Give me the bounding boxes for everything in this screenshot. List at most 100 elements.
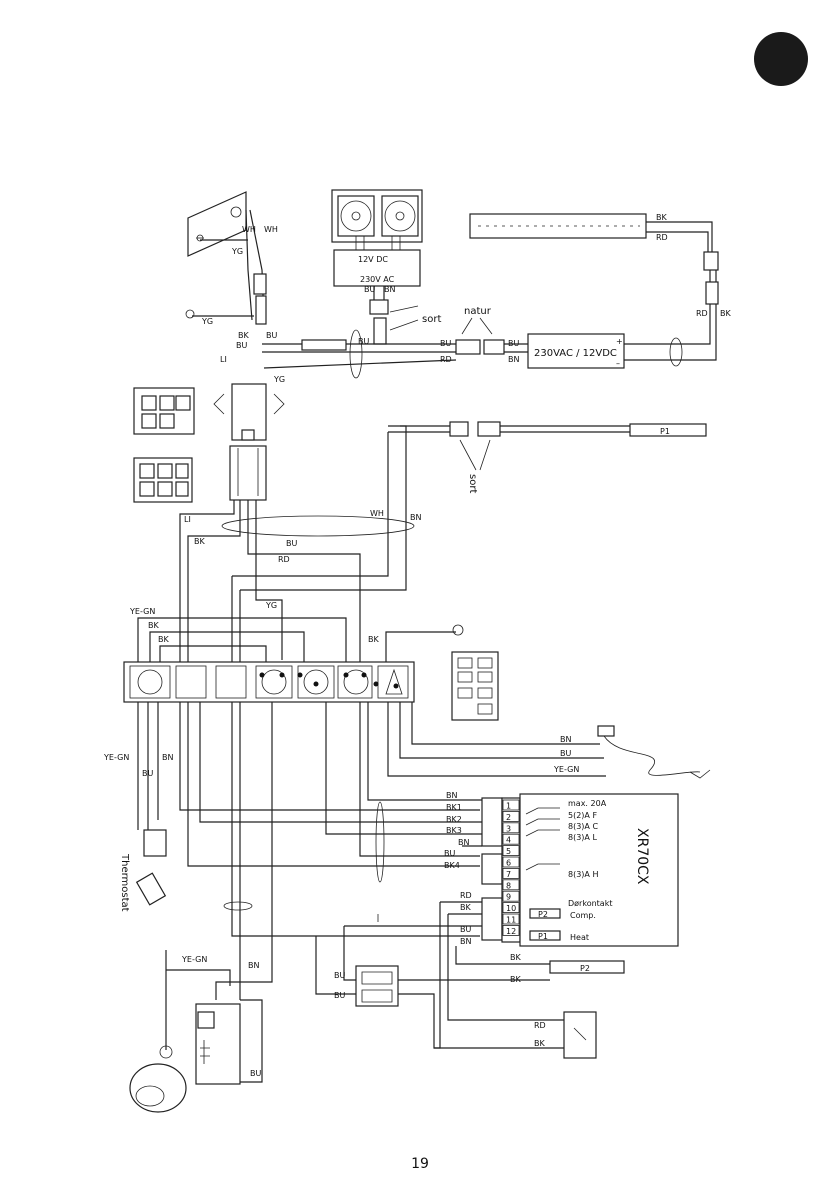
terminal-legend (451, 651, 499, 721)
label-yg-top: YG (231, 247, 243, 256)
label-bn-t: BN (446, 791, 457, 800)
junction-block (355, 965, 399, 1007)
terminal-number: 12 (506, 927, 516, 936)
label-transformer-in: 230V AC (360, 275, 395, 284)
label-bu-t: BU (444, 849, 455, 858)
door-switch (563, 1011, 597, 1059)
terminal-number: 3 (506, 824, 511, 833)
note-c: 8(3)A C (568, 822, 598, 831)
note-comp: Comp. (570, 911, 596, 920)
terminal-number: 7 (506, 870, 511, 879)
label-bk-b: BK (194, 537, 205, 546)
label-psu-minus: – (616, 359, 620, 368)
label-rd-led2: RD (696, 309, 708, 318)
label-bk-door: BK (534, 1039, 545, 1048)
terminal-number: 6 (506, 859, 511, 868)
note-f: 5(2)A F (568, 811, 597, 820)
terminal-number: 5 (506, 847, 511, 856)
terminal-dots (259, 672, 399, 689)
label-bn-b: BN (410, 513, 421, 522)
label-li-b: LI (184, 515, 191, 524)
label-bk-f: BK (148, 621, 159, 630)
label-rd-e: RD (278, 555, 290, 564)
terminal-rail (123, 661, 415, 703)
label-wh2: WH (264, 225, 278, 234)
terminal-cell (502, 913, 520, 925)
terminal-cell (502, 833, 520, 845)
note-h: 8(3)A H (568, 870, 598, 879)
terminal-cell (502, 925, 520, 936)
label-bn-d: BN (508, 355, 519, 364)
ground-symbol (159, 1045, 173, 1059)
terminal-cell (502, 845, 520, 856)
label-bk-led2: BK (720, 309, 731, 318)
main-connector-bottom (229, 445, 267, 501)
label-rd-c: RD (440, 355, 452, 364)
mains-plug-cable (597, 725, 711, 779)
label-yegn-b: YE-GN (103, 753, 129, 762)
note-p2: P2 (538, 910, 548, 919)
terminal-number: 9 (506, 893, 511, 902)
label-li-a: LI (220, 355, 227, 364)
terminal-cell (502, 856, 520, 868)
note-heat: Heat (570, 933, 589, 942)
p2-probe (549, 960, 625, 974)
terminal-number: 4 (506, 836, 511, 845)
compressor (129, 1063, 187, 1113)
p1-probe (629, 423, 707, 437)
label-bk-h: BK (368, 635, 379, 644)
pin-layout-top (133, 387, 195, 435)
label-bu-t2: BU (460, 925, 471, 934)
label-bu-mains: BU (560, 749, 571, 758)
label-sort-b: sort (467, 474, 478, 493)
label-bk-t: BK (460, 903, 471, 912)
label-bn-i: BN (248, 961, 259, 970)
terminal-number: 1 (506, 802, 511, 811)
terminal-cell (502, 902, 520, 913)
terminal-blocks (129, 665, 409, 699)
controller-model: XR70CX (634, 828, 650, 885)
label-yg-e: YG (265, 601, 277, 610)
label-bu-fan: BU (364, 285, 375, 294)
label-bu-j: BU (334, 991, 345, 1000)
terminal-cell (502, 879, 520, 891)
label-bk1: BK1 (446, 803, 462, 812)
label-bk4: BK4 (444, 861, 460, 870)
label-bn-mains: BN (560, 735, 571, 744)
label-bu-a: BU (236, 341, 247, 350)
terminal-number: 11 (506, 916, 516, 925)
note-p1: P1 (538, 932, 548, 941)
label-sort-a: sort (422, 314, 441, 325)
label-yegn-mains: YE-GN (553, 765, 579, 774)
terminal-cell (502, 822, 520, 834)
label-bn-t3: BN (460, 937, 471, 946)
note-door: Dørkontakt (568, 899, 612, 908)
label-p2-probe: P2 (580, 964, 590, 973)
label-bn-t2: BN (458, 838, 469, 847)
label-bu-b: BU (266, 331, 277, 340)
label-yegn-a: YE-GN (129, 607, 155, 616)
terminal-number: 10 (506, 904, 516, 913)
terminal-cell (502, 811, 520, 822)
compressor-relay (195, 1003, 241, 1085)
label-rd-door: RD (534, 1021, 546, 1030)
power-supply (527, 333, 625, 369)
label-bk-g: BK (158, 635, 169, 644)
label-psu-plus: + (616, 337, 623, 346)
fan-unit (331, 189, 423, 243)
terminal-cell (502, 890, 520, 902)
label-bk-led: BK (656, 213, 667, 222)
label-bu-i: BU (334, 971, 345, 980)
label-rd-led: RD (656, 233, 668, 242)
label-bu-fan2: BU (358, 337, 369, 346)
label-bk-p2: BK (510, 953, 521, 962)
label-bn-h: BN (162, 753, 173, 762)
label-wh1: WH (242, 225, 256, 234)
label-natur: natur (464, 306, 492, 317)
label-yg-ground: YG (201, 317, 213, 326)
xr70cx-controller (519, 793, 679, 947)
label-bk2: BK2 (446, 815, 462, 824)
